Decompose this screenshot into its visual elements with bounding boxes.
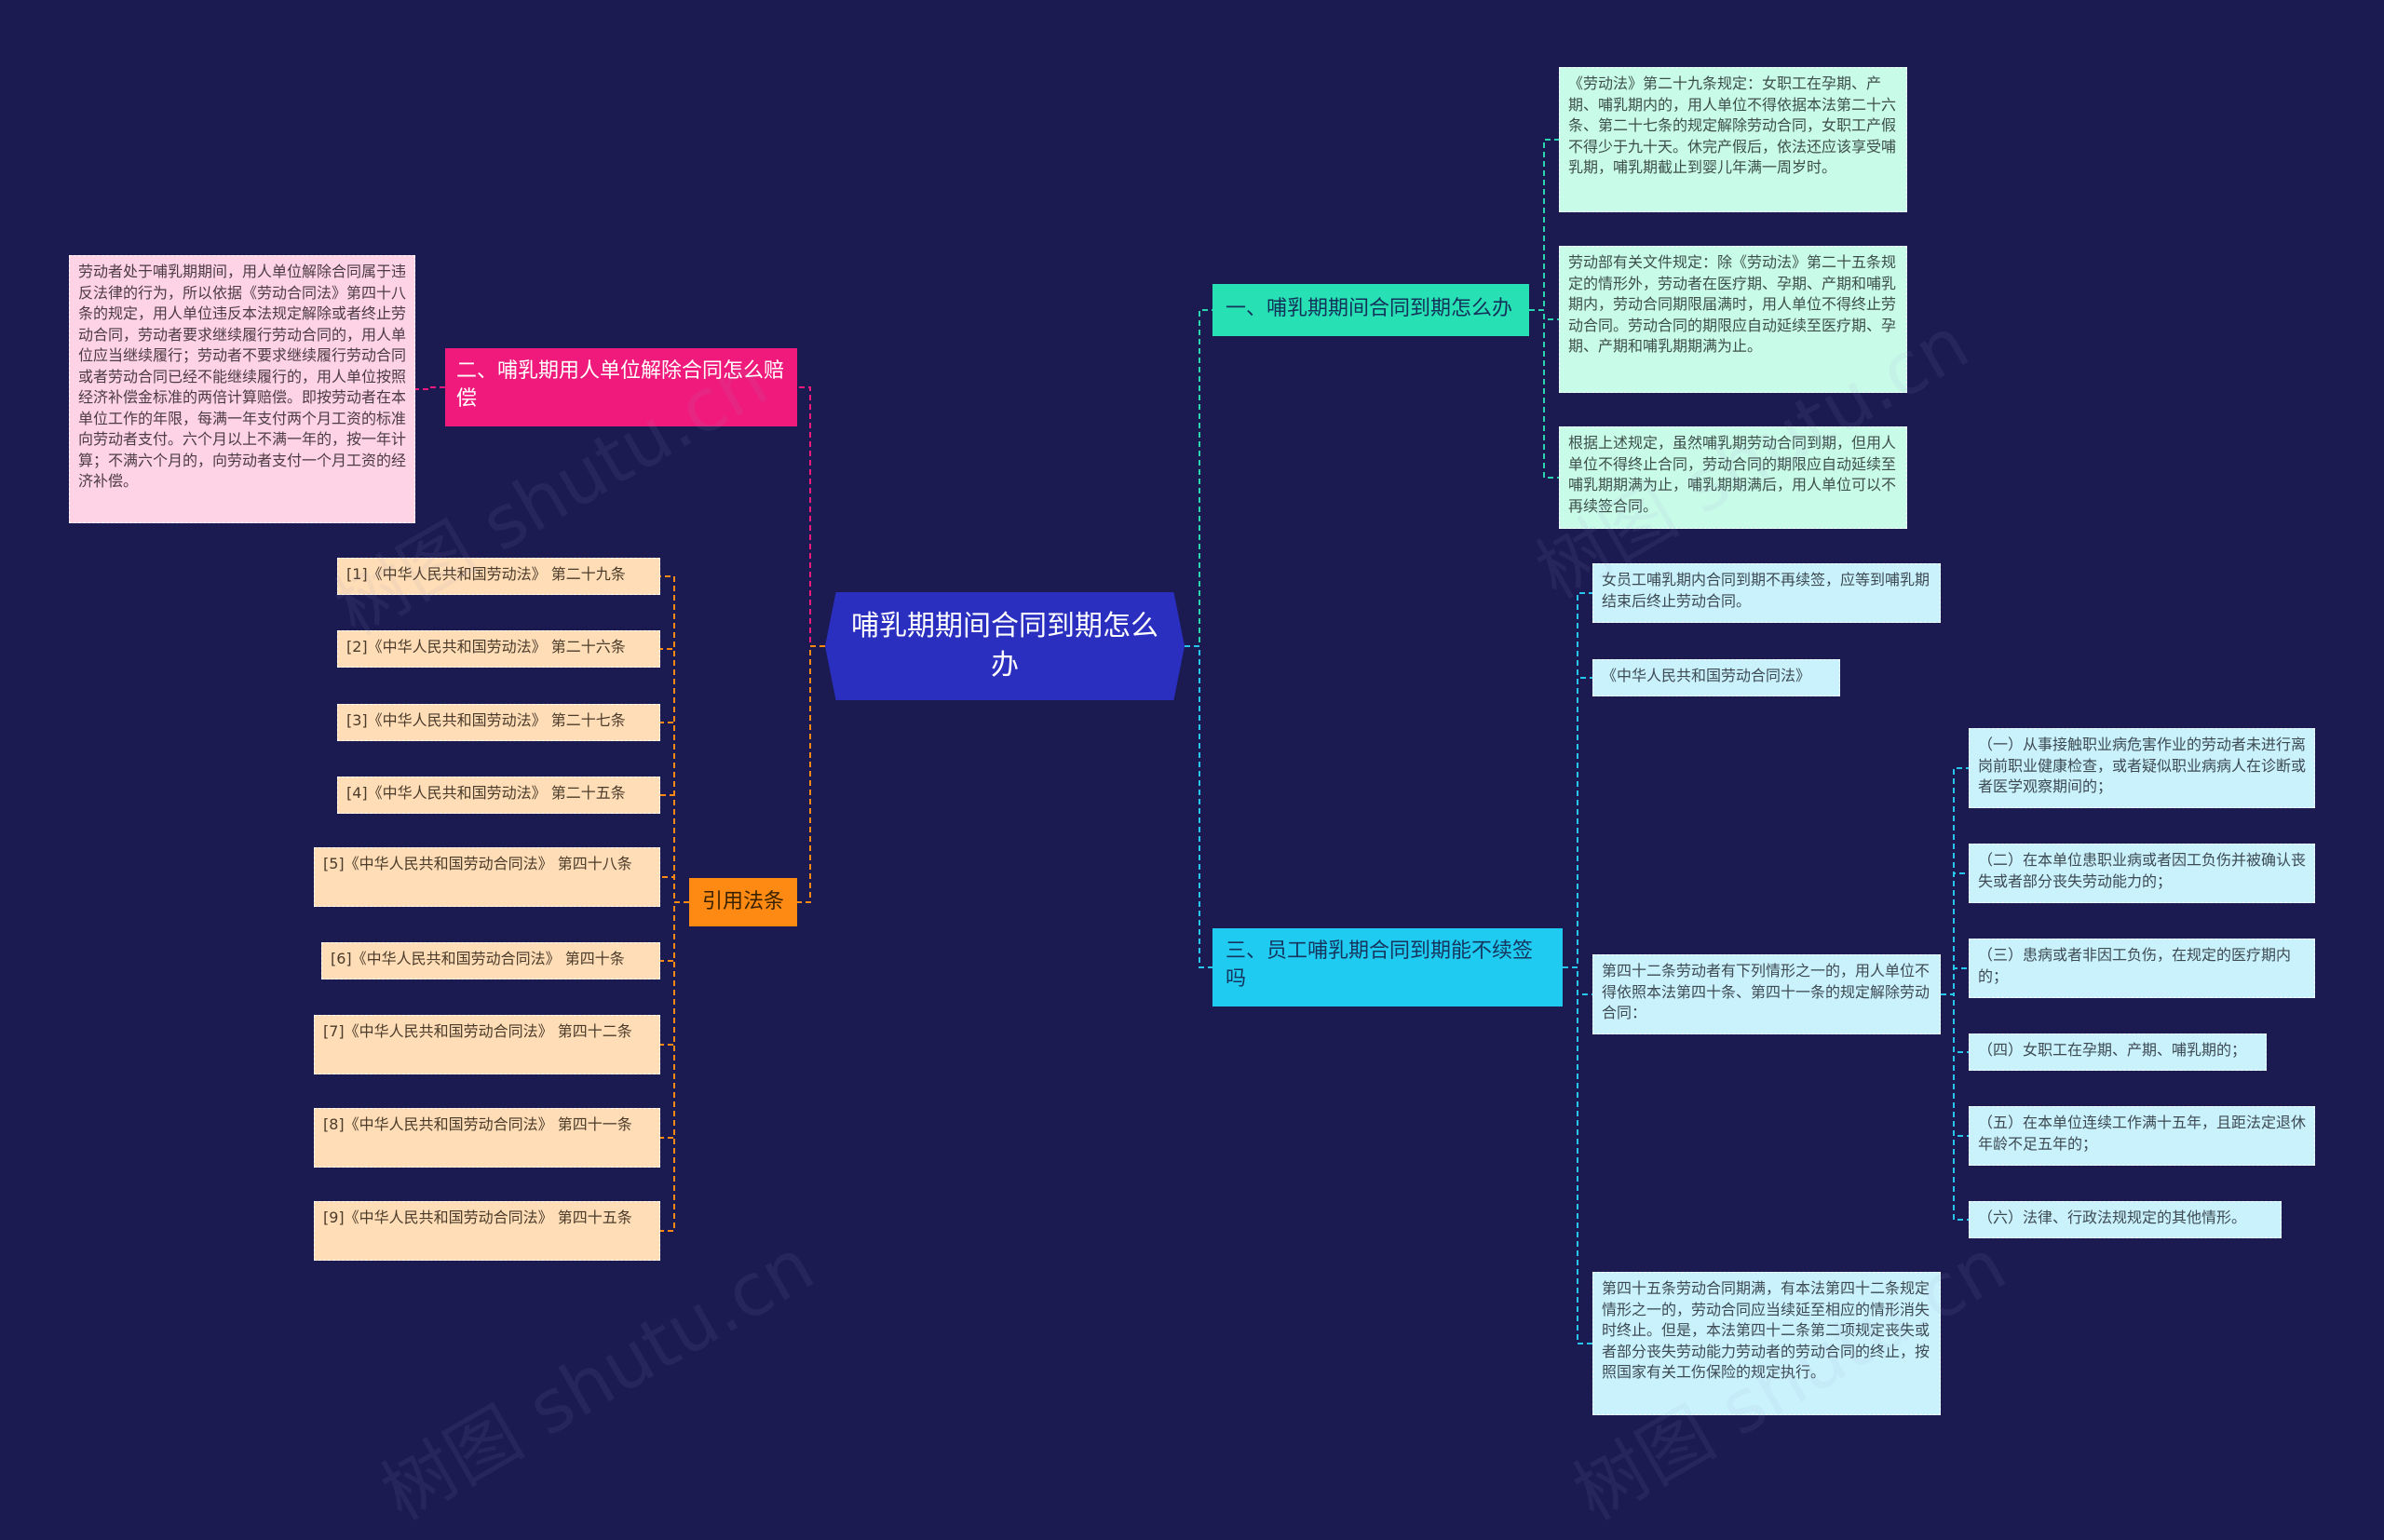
- article-42-item-6[interactable]: （六）法律、行政法规规定的其他情形。: [1969, 1201, 2282, 1238]
- link-ref9: [660, 901, 689, 1232]
- branch-1-topic[interactable]: 一、哺乳期期间合同到期怎么办: [1212, 284, 1529, 336]
- reference-item-3[interactable]: [3]《中华人民共和国劳动法》 第二十七条: [337, 704, 660, 741]
- link-center-branch1: [1185, 309, 1212, 647]
- link-sub6: [1941, 993, 1969, 1221]
- reference-item-9[interactable]: [9]《中华人民共和国劳动合同法》 第四十五条: [314, 1201, 660, 1261]
- reference-item-8[interactable]: [8]《中华人民共和国劳动合同法》 第四十一条: [314, 1108, 660, 1168]
- link-branch3-leaf4: [1563, 966, 1592, 1344]
- link-branch1-leaf3: [1529, 309, 1559, 479]
- branch-3-topic[interactable]: 三、员工哺乳期合同到期能不续签吗: [1212, 928, 1563, 1006]
- branch-1-leaf-3[interactable]: 根据上述规定，虽然哺乳期劳动合同到期，但用人单位不得终止合同，劳动合同的期限应自…: [1559, 426, 1907, 529]
- link-branch3-leaf1: [1563, 592, 1592, 968]
- branch-3-leaf-4[interactable]: 第四十五条劳动合同期满，有本法第四十二条规定情形之一的，劳动合同应当续延至相应的…: [1592, 1272, 1941, 1415]
- link-ref5: [660, 876, 689, 903]
- branch-3-leaf-3[interactable]: 第四十二条劳动者有下列情形之一的，用人单位不得依照本法第四十条、第四十一条的规定…: [1592, 954, 1941, 1034]
- branch-2-leaf[interactable]: 劳动者处于哺乳期期间，用人单位解除合同属于违反法律的行为，所以依据《劳动合同法》…: [69, 255, 415, 523]
- article-42-item-4[interactable]: （四）女职工在孕期、产期、哺乳期的；: [1969, 1033, 2267, 1071]
- branch-3-leaf-1[interactable]: 女员工哺乳期内合同到期不再续签，应等到哺乳期结束后终止劳动合同。: [1592, 563, 1941, 623]
- link-center-branch3: [1185, 645, 1212, 968]
- link-center-branch2: [797, 386, 825, 647]
- reference-item-4[interactable]: [4]《中华人民共和国劳动法》 第二十五条: [337, 777, 660, 814]
- link-branch1-leaf1: [1529, 139, 1559, 311]
- link-branch2-leaf: [415, 386, 445, 390]
- branch-1-leaf-1[interactable]: 《劳动法》第二十九条规定：女职工在孕期、产期、哺乳期内的，用人单位不得依据本法第…: [1559, 67, 1907, 212]
- article-42-item-3[interactable]: （三）患病或者非因工负伤，在规定的医疗期内的；: [1969, 939, 2315, 998]
- reference-item-5[interactable]: [5]《中华人民共和国劳动合同法》 第四十八条: [314, 847, 660, 907]
- link-ref4: [660, 794, 689, 903]
- connector-lines: [415, 139, 1969, 1344]
- reference-item-6[interactable]: [6]《中华人民共和国劳动合同法》 第四十条: [321, 942, 660, 979]
- mind-map-canvas: 哺乳期期间合同到期怎么办 一、哺乳期期间合同到期怎么办 《劳动法》第二十九条规定…: [69, 67, 2315, 1536]
- article-42-item-5[interactable]: （五）在本单位连续工作满十五年，且距法定退休年龄不足五年的；: [1969, 1106, 2315, 1166]
- article-42-item-1[interactable]: （一）从事接触职业病危害作业的劳动者未进行离岗前职业健康检查，或者疑似职业病病人…: [1969, 728, 2315, 808]
- references-topic[interactable]: 引用法条: [689, 878, 797, 926]
- branch-1-leaf-2[interactable]: 劳动部有关文件规定：除《劳动法》第二十五条规定的情形外，劳动者在医疗期、孕期、产…: [1559, 246, 1907, 393]
- reference-item-1[interactable]: [1]《中华人民共和国劳动法》 第二十九条: [337, 558, 660, 595]
- branch-2-topic[interactable]: 二、哺乳期用人单位解除合同怎么赔偿: [445, 348, 797, 426]
- branch-3-leaf-2[interactable]: 《中华人民共和国劳动合同法》: [1592, 659, 1840, 696]
- link-sub3: [1941, 967, 1969, 995]
- reference-item-7[interactable]: [7]《中华人民共和国劳动合同法》 第四十二条: [314, 1015, 660, 1074]
- link-sub2: [1941, 872, 1969, 995]
- reference-item-2[interactable]: [2]《中华人民共和国劳动法》 第二十六条: [337, 630, 660, 668]
- article-42-item-2[interactable]: （二）在本单位患职业病或者因工负伤并被确认丧失或者部分丧失劳动能力的；: [1969, 844, 2315, 903]
- link-center-references: [797, 645, 825, 903]
- central-topic[interactable]: 哺乳期期间合同到期怎么办: [825, 592, 1185, 700]
- link-branch3-leaf2: [1563, 677, 1592, 968]
